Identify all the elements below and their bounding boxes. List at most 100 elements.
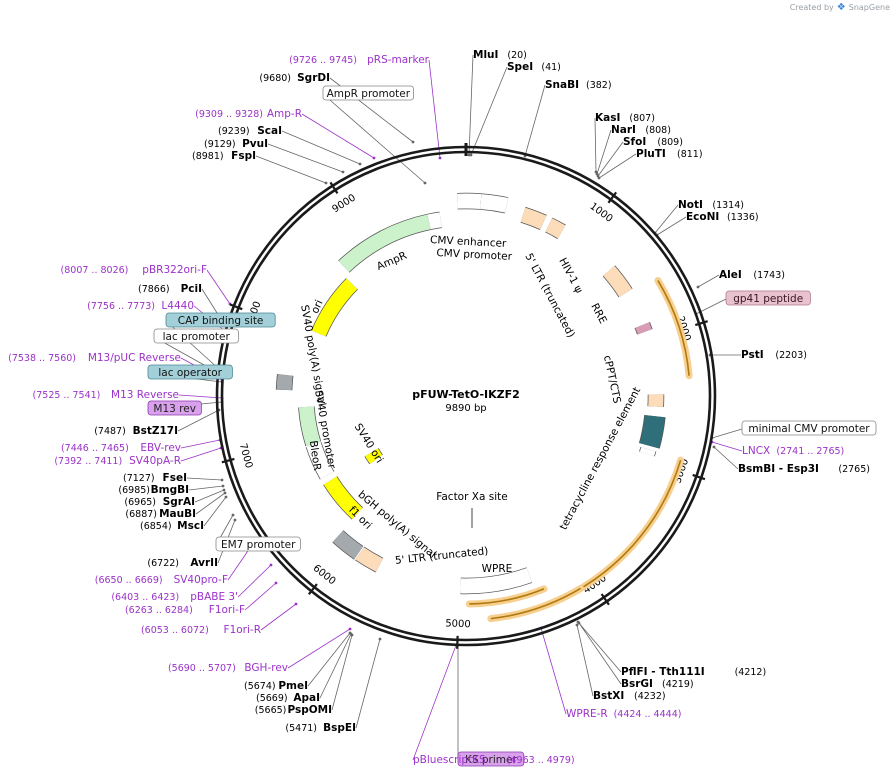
site-label-bspei: (5471)BspEI xyxy=(285,722,356,734)
feature-5-ltr-truncated-2 xyxy=(520,207,547,230)
site-label-msci: (6854)MscI xyxy=(140,520,204,532)
site-position: (41) xyxy=(541,62,561,73)
site-mark-pluti xyxy=(597,176,601,180)
inner-label-cmv-enhancer-0: CMV enhancer xyxy=(430,234,508,250)
site-name: KasI xyxy=(595,112,620,124)
site-mark-pbabe-3 xyxy=(269,563,273,567)
leader-minimal-cmv-promoter-12 xyxy=(711,428,743,439)
feature-minimal-cmv-promoter-8 xyxy=(639,447,656,457)
tick-8000 xyxy=(229,303,243,311)
leader-pflfi-tth111i-15 xyxy=(577,621,622,673)
site-position: (6887) xyxy=(125,509,157,520)
feature-ori-17 xyxy=(311,278,358,337)
site-position: (4212) xyxy=(735,667,767,678)
leader-pluti-6 xyxy=(598,153,637,179)
site-position: (7525 .. 7541) xyxy=(33,390,101,401)
site-label-amp-r: (9309 .. 9328)Amp-R xyxy=(195,108,302,120)
site-label-apai: (5669)ApaI xyxy=(256,692,320,704)
site-name: SpeI xyxy=(507,61,533,73)
tick-4000 xyxy=(600,593,610,606)
site-label-wpre-r: (4424 .. 4444)WPRE-R xyxy=(566,708,681,720)
orf-2 xyxy=(549,459,682,605)
leader-pvui-50 xyxy=(267,143,344,173)
site-name: PstI xyxy=(741,349,764,361)
site-label-pluti: (811)PluTI xyxy=(636,148,703,160)
site-mark-maubi xyxy=(223,491,227,495)
site-position: (7756 .. 7773) xyxy=(87,301,155,312)
feature-box-text: CAP binding site xyxy=(178,315,264,327)
credit-brand: SnapGene xyxy=(848,3,890,12)
leader-econi-8 xyxy=(656,216,687,236)
site-name: Amp-R xyxy=(267,108,302,120)
tick-label-6000: 6000 xyxy=(311,563,338,587)
site-position: (2203) xyxy=(775,350,807,361)
site-name: pRS-marker xyxy=(367,54,430,66)
feature-ampr-18 xyxy=(338,214,431,273)
leader-alei-9 xyxy=(697,274,720,288)
site-label-sfoi: (809)SfoI xyxy=(623,136,683,148)
site-position: (7866) xyxy=(138,284,170,295)
leader-sgrai-34 xyxy=(194,489,225,503)
site-label-f1ori-f: (6263 .. 6284)F1ori-F xyxy=(125,604,245,616)
leader-bstz17i-39 xyxy=(177,409,220,432)
site-name: LNCX xyxy=(742,445,770,457)
leader-apai-23 xyxy=(319,633,352,699)
inner-label-ori-8: ori xyxy=(309,298,326,315)
site-position: (808) xyxy=(645,125,671,136)
feature-box-ampr-promoter xyxy=(322,85,414,101)
site-position: (7538 .. 7560) xyxy=(8,353,76,364)
inner-label-bleor-11: BleoR xyxy=(307,440,323,472)
site-mark-msci xyxy=(224,495,228,499)
site-label-ampr-promoter: AmpR promoter xyxy=(322,85,414,101)
site-mark-fsei xyxy=(220,478,224,482)
feature-hiv-1-3 xyxy=(545,218,566,239)
site-name: pBluescriptKS xyxy=(413,754,486,766)
feature-box-gp41-peptide xyxy=(725,290,811,306)
site-label-bsrgi: (4219)BsrGI xyxy=(621,678,694,690)
inner-label-ampr-2: AmpR xyxy=(375,250,409,273)
orf-4 xyxy=(490,587,581,620)
tick-6000 xyxy=(307,583,318,595)
plasmid-size: 9890 bp xyxy=(445,403,486,414)
inner-label-5-ltr-truncated-16: 5' LTR (truncated) xyxy=(394,545,488,567)
leader-fsei-36 xyxy=(186,477,223,481)
leader-bsmbi-esp3i-14 xyxy=(713,446,739,470)
site-label-m13-puc-reverse: (7538 .. 7560)M13/pUC Reverse xyxy=(8,352,181,364)
site-mark-mlui xyxy=(467,153,471,157)
site-name: MluI xyxy=(473,49,498,61)
site-position: (7487) xyxy=(94,426,126,437)
site-label-pbabe-3: (6403 .. 6423)pBABE 3' xyxy=(111,591,238,603)
site-name: MauBI xyxy=(159,508,196,520)
site-label-lac-operator: lac operator xyxy=(147,364,233,380)
site-position: (9680) xyxy=(259,73,291,84)
feature-box-text: minimal CMV promoter xyxy=(748,423,870,435)
site-mark-prs-marker xyxy=(438,156,442,160)
site-position: (2741 .. 2765) xyxy=(776,446,844,457)
site-position: (807) xyxy=(629,113,655,124)
tick-2000 xyxy=(694,320,709,327)
leader-pmei-24 xyxy=(307,632,351,687)
site-position: (5669) xyxy=(256,693,288,704)
site-position: (2765) xyxy=(838,464,870,475)
feature-wpre-9 xyxy=(460,568,532,594)
site-position: (1336) xyxy=(727,212,759,223)
site-label-bsmbi-esp3i: (2765)BsmBI - Esp3I xyxy=(738,463,870,475)
site-name: NarI xyxy=(611,124,636,136)
site-position: (6722) xyxy=(147,558,179,569)
feature-arcs xyxy=(275,192,666,595)
site-mark-ampr-promoter xyxy=(423,181,427,185)
site-mark-bsrgi xyxy=(577,621,581,625)
leader-kasi-3 xyxy=(594,117,597,173)
leader-m13-reverse-41 xyxy=(178,394,223,399)
site-label-kasi: (807) KasI xyxy=(595,112,655,124)
site-name: SgrDI xyxy=(297,72,330,84)
feature-box-cap-binding-site xyxy=(165,312,276,328)
site-position: (1314) xyxy=(712,200,744,211)
leader-bspei-21 xyxy=(355,638,381,729)
site-name: EBV-rev xyxy=(140,442,181,454)
site-position: (5674) xyxy=(244,681,276,692)
site-label-pbluescriptks: (4963 .. 4979)pBluescriptKS xyxy=(413,754,575,766)
feature-sv40-promoter-13 xyxy=(306,442,334,480)
site-name: F1ori-R xyxy=(224,624,261,636)
tick-3000 xyxy=(692,473,706,481)
